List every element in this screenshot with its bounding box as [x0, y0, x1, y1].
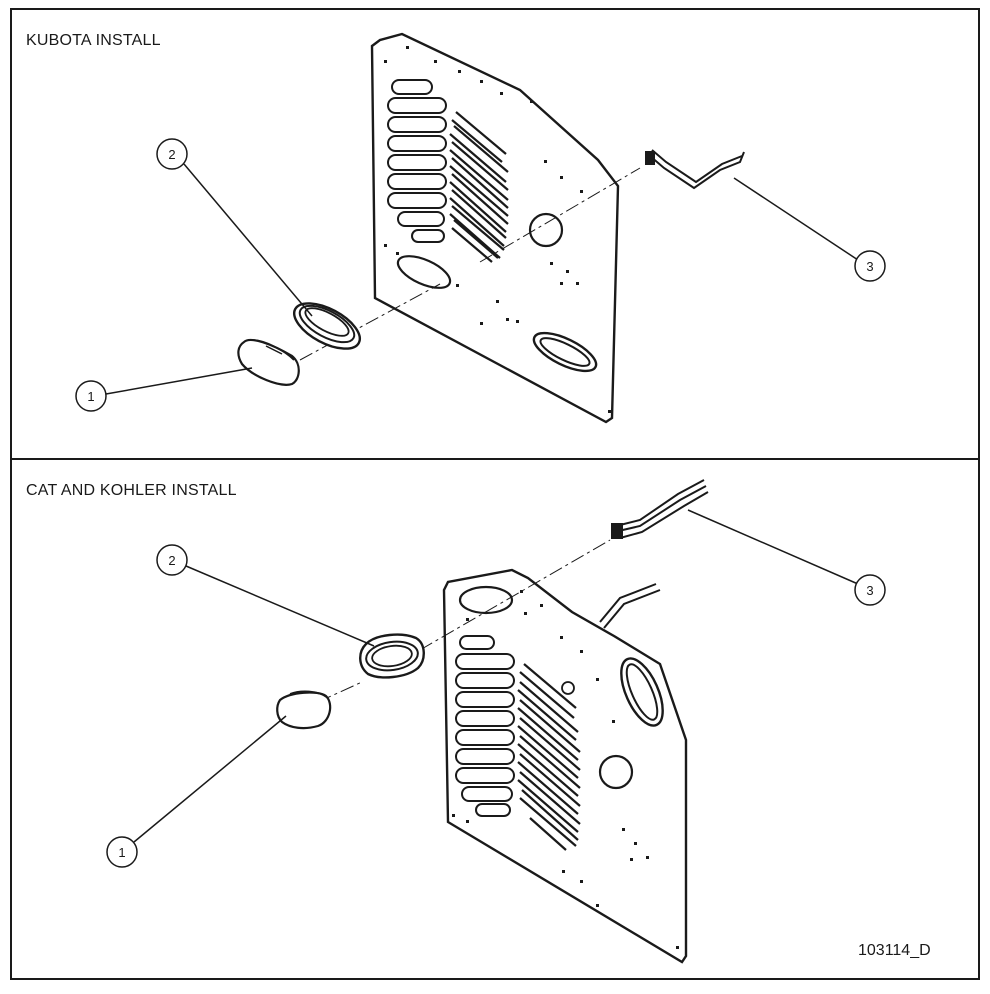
kubota-mounting-holes — [384, 46, 611, 413]
kubota-grommet-part — [293, 302, 361, 350]
panel-divider — [10, 458, 980, 460]
cat-kohler-grommet-part — [359, 633, 425, 679]
drawing-frame — [10, 8, 980, 980]
cat-kohler-panel-plate — [442, 568, 688, 964]
kubota-assembly-axis — [299, 167, 641, 361]
kubota-grommet-hole — [396, 255, 452, 289]
cat-kohler-left-louvers — [455, 635, 515, 817]
cat-kohler-round-hole — [598, 754, 634, 790]
cat-kohler-right-grommet — [620, 657, 664, 727]
kubota-wire-harness — [645, 149, 745, 190]
cat-kohler-top-grommet-hole — [458, 585, 514, 615]
cat-kohler-callout-2: 2 — [156, 544, 375, 647]
kubota-callout-1-number: 1 — [87, 389, 94, 404]
kubota-callout-2-number: 2 — [168, 147, 175, 162]
kubota-lower-grommet — [532, 331, 598, 373]
cat-kohler-secondary-harness — [599, 583, 661, 629]
kubota-plug-part — [237, 338, 300, 386]
cat-kohler-mounting-holes — [452, 590, 679, 949]
kubota-left-louvers — [387, 79, 447, 243]
cat-kohler-plug-part — [276, 690, 332, 730]
kubota-round-hole — [528, 212, 564, 248]
cat-kohler-callout-2-number: 2 — [168, 553, 175, 568]
cat-kohler-callout-3: 3 — [687, 509, 886, 606]
kubota-callout-3-number: 3 — [866, 259, 873, 274]
cat-kohler-small-hole — [561, 681, 575, 695]
cat-kohler-wire-harness — [611, 479, 709, 539]
cat-kohler-callout-3-number: 3 — [866, 583, 873, 598]
panel-title-kubota: KUBOTA INSTALL — [26, 32, 161, 49]
document-number: 103114_D — [858, 942, 931, 959]
kubota-callout-1: 1 — [75, 367, 253, 412]
cat-kohler-callout-1: 1 — [106, 715, 287, 868]
panel-title-cat-kohler: CAT AND KOHLER INSTALL — [26, 482, 237, 499]
kubota-diagonal-louvers — [449, 111, 509, 263]
kubota-panel-plate — [370, 32, 620, 424]
kubota-callout-2: 2 — [156, 138, 313, 317]
kubota-callout-3: 3 — [733, 177, 886, 282]
cat-kohler-diagonal-louvers — [517, 663, 581, 851]
cat-kohler-callout-1-number: 1 — [118, 845, 125, 860]
